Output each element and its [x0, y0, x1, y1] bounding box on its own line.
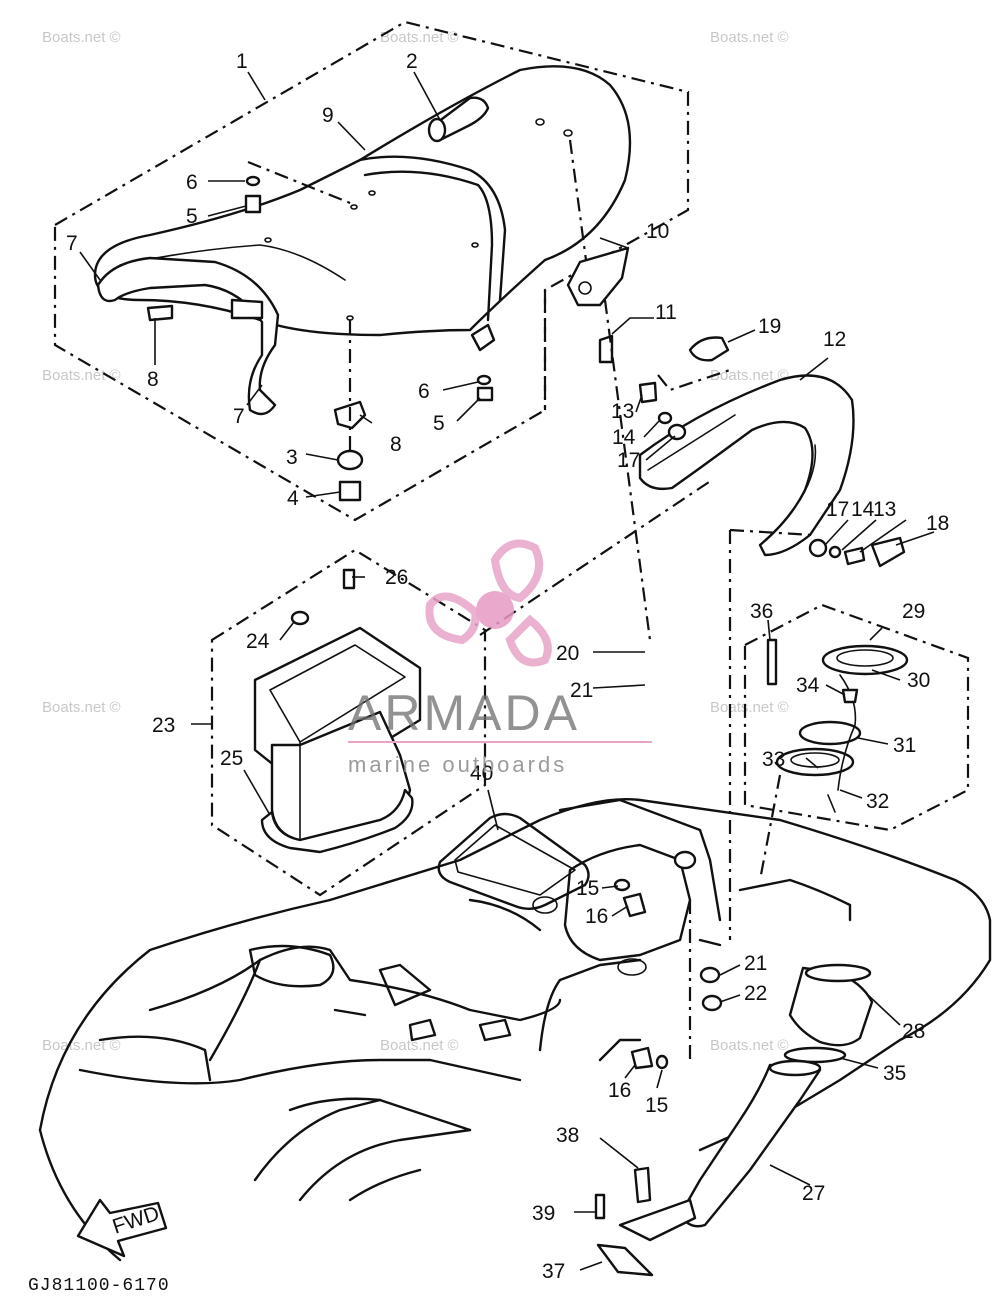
- part-label: 34: [796, 674, 820, 697]
- part-label: 24: [246, 630, 270, 653]
- part-label: 30: [907, 669, 930, 692]
- watermark-text: Boats.net ©: [710, 699, 789, 716]
- part-label: 11: [655, 301, 677, 324]
- part-label: 5: [433, 412, 445, 435]
- part-label: 27: [802, 1182, 825, 1205]
- brand-watermark: ARMADA marine outboards: [348, 539, 652, 777]
- part-label: 9: [322, 104, 334, 127]
- part-label: 12: [823, 328, 846, 351]
- part-label: 33: [762, 748, 785, 771]
- part-label: 6: [418, 380, 430, 403]
- grab-handle: [566, 246, 906, 568]
- brand-tagline: marine outboards: [348, 752, 567, 777]
- forward-arrow: FWD: [76, 1198, 168, 1258]
- assembly-line: [657, 368, 731, 392]
- part-label: 21: [570, 679, 593, 702]
- part-label: 38: [556, 1124, 579, 1147]
- part-label: 35: [883, 1062, 906, 1085]
- part-label: 29: [902, 600, 925, 623]
- part-label: 13: [873, 498, 896, 521]
- part-label: 8: [390, 433, 402, 456]
- watermark-text: Boats.net ©: [42, 29, 121, 46]
- assembly-line: [729, 528, 813, 537]
- part-label: 36: [750, 600, 773, 623]
- brand-name: ARMADA: [348, 685, 580, 741]
- part-label: 5: [186, 205, 198, 228]
- part-label: 23: [152, 714, 175, 737]
- propeller-logo: [425, 539, 552, 667]
- part-label: 7: [66, 232, 78, 255]
- part-label: 19: [758, 315, 781, 338]
- filler-cap: [766, 638, 909, 813]
- part-label: 22: [744, 982, 767, 1005]
- part-label: 17: [617, 449, 640, 472]
- part-label: 4: [287, 487, 299, 510]
- part-label: 37: [542, 1260, 565, 1283]
- watermark-text: Boats.net ©: [380, 1037, 459, 1054]
- seat: [93, 65, 632, 502]
- assembly-line: [247, 160, 356, 207]
- watermark-text: Boats.net ©: [380, 29, 459, 46]
- propeller-hub-icon: [476, 591, 514, 629]
- part-label: 40: [470, 762, 493, 785]
- part-labels: 1 2 3 4 5 5 6 6 7 7 8 8 9 10 11 12 13 13…: [66, 50, 949, 1283]
- part-label: 25: [220, 747, 243, 770]
- part-label: 15: [645, 1094, 668, 1117]
- part-label: 16: [585, 905, 608, 928]
- hatch-gasket: [437, 812, 590, 910]
- part-label: 2: [406, 50, 418, 73]
- filler-hose: [594, 963, 874, 1277]
- part-label: 17: [826, 498, 849, 521]
- part-label: 10: [646, 220, 669, 243]
- part-label: 16: [608, 1079, 631, 1102]
- assembly-line: [758, 774, 782, 881]
- hull-deck: [38, 797, 992, 1262]
- assembly-line: [479, 479, 713, 636]
- part-label: 20: [556, 642, 579, 665]
- part-label: 15: [576, 877, 599, 900]
- watermark-text: Boats.net ©: [42, 1037, 121, 1054]
- part-label: 6: [186, 171, 198, 194]
- part-label: 13: [611, 400, 634, 423]
- leader-lines: [79, 71, 935, 1271]
- watermark-text: Boats.net ©: [710, 1037, 789, 1054]
- part-code: GJ81100-6170: [28, 1276, 170, 1296]
- watermark-text: Boats.net ©: [710, 367, 789, 384]
- part-label: 26: [385, 566, 408, 589]
- part-label: 28: [902, 1020, 925, 1043]
- storage-box: [253, 568, 422, 854]
- part-label: 7: [233, 405, 245, 428]
- part-label: 21: [744, 952, 767, 975]
- watermark-text: Boats.net ©: [42, 367, 121, 384]
- part-label: 8: [147, 368, 159, 391]
- part-label: 14: [612, 426, 636, 449]
- part-label: 18: [926, 512, 949, 535]
- watermark-text: Boats.net ©: [710, 29, 789, 46]
- watermark-text: Boats.net ©: [42, 699, 121, 716]
- storage-box-boundary: [210, 548, 487, 897]
- part-label: 32: [866, 790, 889, 813]
- part-label: 1: [236, 50, 248, 73]
- part-label: 14: [851, 498, 875, 521]
- part-label: 39: [532, 1202, 555, 1225]
- part-label: 3: [286, 446, 298, 469]
- part-label: 31: [893, 734, 916, 757]
